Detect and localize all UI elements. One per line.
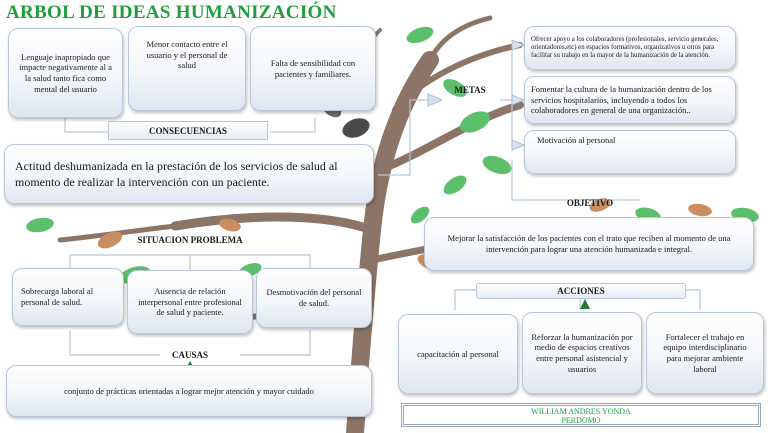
action-box-teamwork: Fortalecer el trabajo en equipo interdis… [646, 312, 764, 394]
goal-box-support: Ofrecer apoyo a los colaboradores (profe… [524, 26, 736, 70]
goal-text: Ofrecer apoyo a los colaboradores (profe… [531, 35, 719, 60]
goal-text: Fomentar la cultura de la humanización d… [531, 84, 712, 116]
author-box: WILLIAM ANDRES YONDA PERDOMO [401, 403, 761, 427]
consequence-text: Lenguaje inapropiado que impacte negativ… [19, 51, 112, 94]
causes-box: conjunto de prácticas orientadas a logra… [6, 365, 372, 417]
author-name-line2: PERDOMO [561, 415, 601, 425]
goal-box-motivation: Motivación al personal [524, 130, 736, 174]
consequences-header: CONSECUENCIAS [108, 121, 268, 140]
consequence-box-contact: Menor contacto entre el usuario y el per… [128, 26, 246, 111]
situation-text: Sobrecarga laboral al personal de salud. [21, 286, 94, 307]
page-title: ARBOL DE IDEAS HUMANIZACIÓN [6, 2, 337, 23]
situation-box-relationship: Ausencia de relación interpersonal entre… [127, 270, 253, 334]
objective-box: Mejorar la satisfacción de los pacientes… [424, 217, 754, 271]
causes-header: CAUSAS [171, 350, 208, 360]
situation-box-demotivation: Desmotivación del personal de salud. [256, 268, 372, 328]
actions-header: ACCIONES [476, 283, 686, 299]
objective-text: Mejorar la satisfacción de los pacientes… [447, 233, 731, 254]
goals-header: METAS [454, 85, 486, 95]
central-problem-text: Actitud deshumanizada en la prestación d… [15, 158, 338, 189]
goal-box-culture: Fomentar la cultura de la humanización d… [524, 76, 736, 124]
objective-header: OBJETIVO [566, 197, 614, 208]
situation-text: Ausencia de relación interpersonal entre… [138, 286, 242, 318]
situation-box-workload: Sobrecarga laboral al personal de salud. [12, 268, 124, 326]
causes-text: conjunto de prácticas orientadas a logra… [64, 385, 314, 396]
action-text: Reforzar la humanización por medio de es… [531, 331, 633, 374]
consequence-box-sensitivity: Falta de sensibilidad con pacientes y fa… [250, 26, 376, 111]
author-inner: WILLIAM ANDRES YONDA PERDOMO [403, 405, 759, 425]
situation-text: Desmotivación del personal de salud. [266, 287, 362, 308]
action-text: Fortalecer el trabajo en equipo interdis… [663, 331, 747, 374]
action-text: capacitación al personal [417, 348, 499, 359]
goal-text: Motivación al personal [537, 135, 616, 145]
central-problem-box: Actitud deshumanizada en la prestación d… [4, 144, 374, 204]
consequence-box-language: Lenguaje inapropiado que impacte negativ… [8, 28, 123, 118]
action-box-training: capacitación al personal [398, 314, 518, 394]
action-box-humanization: Reforzar la humanización por medio de es… [522, 312, 642, 394]
consequence-text: Falta de sensibilidad con pacientes y fa… [270, 57, 356, 79]
author-name-line1: WILLIAM ANDRES YONDA [531, 407, 631, 416]
situation-header: SITUACION PROBLEMA [137, 235, 243, 245]
consequence-text: Menor contacto entre el usuario y el per… [146, 39, 228, 71]
